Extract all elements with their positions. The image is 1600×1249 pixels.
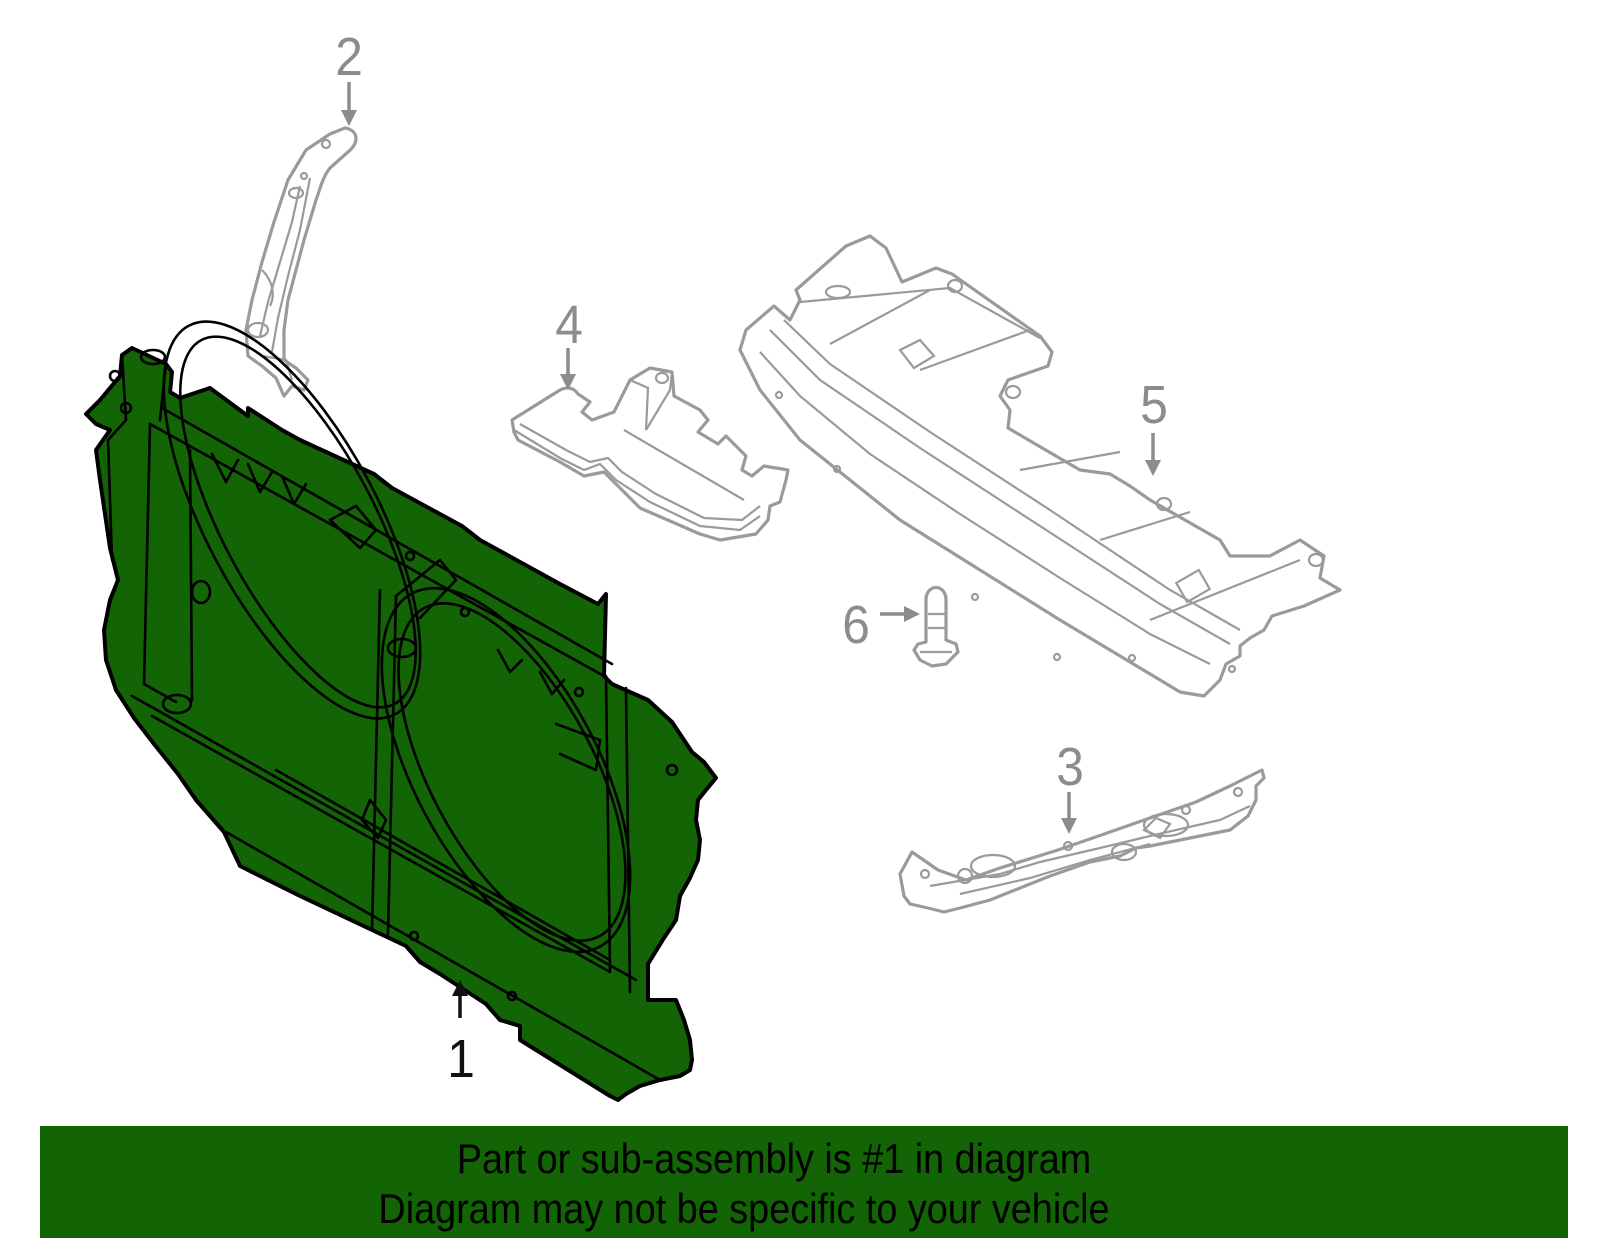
banner-line-disclaimer: Diagram may not be specific to your vehi…: [378, 1185, 1110, 1232]
part-5-upper-cover[interactable]: [738, 234, 1342, 698]
callout-4[interactable]: 4: [555, 295, 583, 355]
callout-1[interactable]: 1: [447, 1029, 475, 1089]
callout-3[interactable]: 3: [1056, 737, 1084, 797]
part-4-air-deflector[interactable]: [510, 366, 790, 542]
part-6-push-clip[interactable]: [912, 585, 960, 668]
callout-6[interactable]: 6: [842, 595, 870, 655]
part-2-side-bracket[interactable]: [244, 126, 358, 398]
callout-arrows: [341, 82, 1161, 1018]
info-banner: Part or sub-assembly is #1 in diagram Di…: [40, 1126, 1568, 1238]
callout-5[interactable]: 5: [1140, 375, 1168, 435]
parts-diagram: [84, 82, 1342, 1102]
part-1-radiator-support[interactable]: [84, 285, 718, 1102]
banner-line-part-number: Part or sub-assembly is #1 in diagram: [456, 1135, 1092, 1182]
callout-2[interactable]: 2: [335, 27, 363, 87]
part-3-lower-tie-bar[interactable]: [898, 768, 1266, 914]
